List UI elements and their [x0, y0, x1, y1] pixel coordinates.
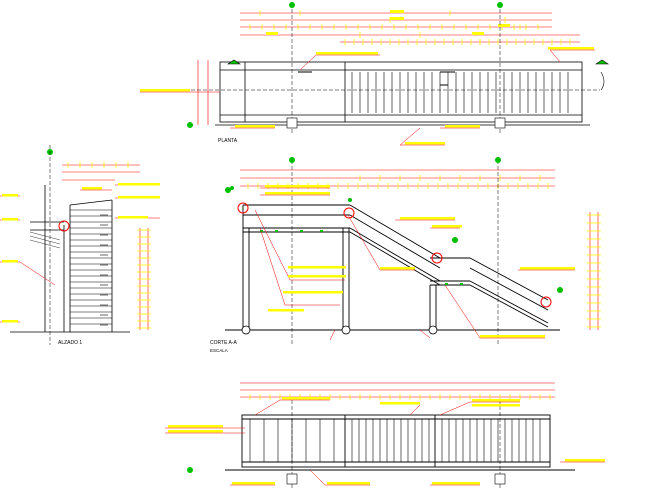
plan-section-markers [227, 59, 609, 91]
plan-dim-labels [298, 71, 455, 86]
front-view [165, 382, 605, 490]
elevation-leaders [0, 184, 160, 323]
section-green-marks [260, 230, 463, 285]
plan-dimension-text-blocks [266, 10, 510, 35]
plan-step-ticks [249, 24, 571, 45]
plan-dimension-ticks [259, 10, 521, 45]
front-axis-lines [291, 400, 501, 490]
section-view: CORTE A-A ESCALA [210, 157, 601, 353]
elevation-dim-ticks [67, 162, 151, 329]
elevation-detail-circle [58, 220, 70, 232]
plan-dimension-chains [197, 12, 580, 125]
plan-note-text [140, 47, 594, 145]
plan-title: PLANTA [218, 138, 238, 144]
front-note-text [168, 397, 605, 485]
plan-column-bases [286, 117, 506, 129]
front-dimensions [240, 382, 555, 398]
section-title: CORTE A-A [210, 340, 238, 346]
section-lower-flight [469, 257, 549, 328]
section-dim-ticks [247, 175, 601, 328]
elevation-view: ALZADO 1 [0, 145, 160, 346]
plan-treads [351, 72, 569, 113]
elevation-note-text [2, 183, 160, 323]
plan-axis-lines [185, 3, 600, 135]
plan-leaders [140, 49, 595, 146]
elevation-stair-steps [70, 209, 112, 326]
plan-axis-markers [187, 2, 503, 128]
section-upper-flight [349, 204, 441, 286]
elevation-title: ALZADO 1 [58, 340, 82, 346]
plan-outline [215, 61, 590, 126]
section-leaders [254, 187, 575, 341]
section-mid-landing [429, 257, 470, 330]
section-detail-circles [237, 202, 552, 308]
section-subtitle: ESCALA [210, 348, 228, 353]
section-note-text [265, 185, 575, 338]
section-axis-markers [225, 157, 563, 293]
front-balusters [249, 419, 541, 462]
front-leaders [165, 399, 605, 486]
front-axis-markers [187, 467, 193, 473]
plan-view: PLANTA [140, 2, 609, 146]
elevation-structure [10, 185, 130, 333]
front-column-bases [286, 473, 506, 485]
elevation-hatch [29, 231, 61, 249]
section-landing [242, 204, 350, 330]
section-axis-lines [291, 160, 499, 345]
front-outline [225, 414, 575, 471]
section-column-feet [241, 325, 438, 335]
